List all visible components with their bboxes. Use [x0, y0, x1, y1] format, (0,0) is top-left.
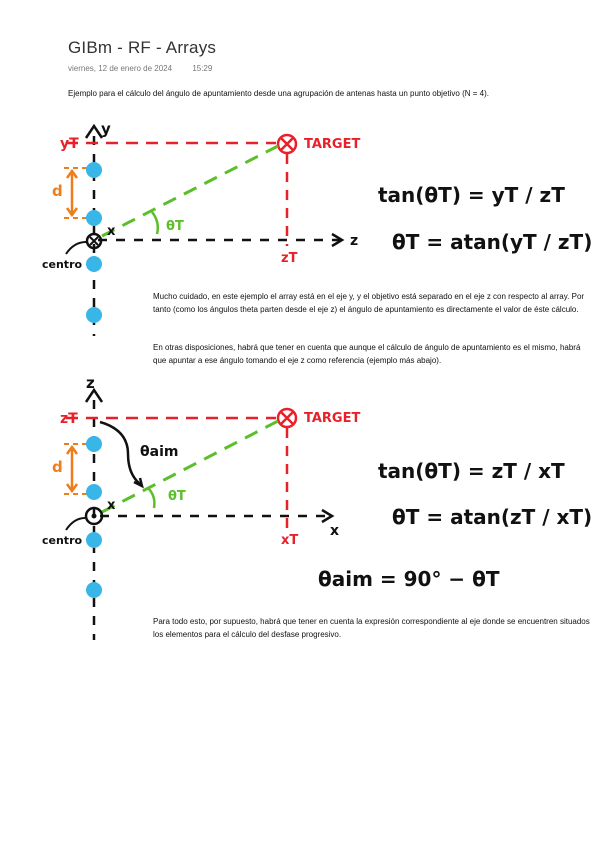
antenna-element — [86, 210, 102, 226]
antenna-element — [86, 582, 102, 598]
antenna-element — [86, 307, 102, 323]
diagram-array-z-axis: z zT xT TARGET θaim θT x d x centro tan(… — [42, 378, 592, 640]
target-icon — [276, 407, 298, 429]
intro-paragraph: Ejemplo para el cálculo del ángulo de ap… — [68, 89, 489, 98]
vertical-axis-label: y — [101, 120, 111, 138]
vertical-axis-arrow — [84, 387, 104, 403]
horizontal-axis-label: z — [350, 233, 358, 249]
vertical-axis-label: z — [86, 378, 95, 392]
aim-angle-arc — [99, 420, 141, 485]
angle-label: θT — [168, 489, 186, 504]
antenna-element — [86, 436, 102, 452]
page-timestamp: viernes, 12 de enero de 2024 15:29 — [68, 64, 212, 73]
note-paragraph-1: Mucho cuidado, en este ejemplo el array … — [153, 292, 585, 314]
origin-x-mark: x — [107, 224, 116, 239]
note-paragraph-3: Para todo esto, por supuesto, habrá que … — [153, 617, 590, 639]
target-label: TARGET — [304, 411, 360, 426]
equation-tan: tan(θT) = zT / xT — [378, 459, 565, 483]
note-paragraph-2: En otras disposiciones, habrá que tener … — [153, 343, 581, 365]
target-z-label: zT — [60, 411, 78, 427]
origin-label: centro — [42, 258, 82, 271]
antenna-element — [86, 484, 102, 500]
horizontal-axis-arrow — [331, 232, 345, 248]
target-y-label: yT — [60, 136, 79, 152]
equation-tan: tan(θT) = yT / zT — [378, 183, 565, 207]
spacing-label: d — [52, 182, 63, 200]
target-label: TARGET — [304, 137, 360, 152]
line-of-sight — [101, 419, 279, 514]
horizontal-axis-arrow — [321, 508, 335, 524]
page-time: 15:29 — [192, 64, 213, 73]
spacing-label: d — [52, 458, 63, 476]
horizontal-axis-label: x — [330, 523, 339, 539]
aim-angle-label: θaim — [140, 444, 178, 460]
target-z-label: zT — [281, 251, 298, 266]
origin-label: centro — [42, 534, 82, 547]
origin-marker — [85, 232, 103, 250]
equation-theta: θT = atan(yT / zT) — [392, 230, 592, 254]
origin-x-mark: x — [107, 498, 116, 513]
antenna-element — [86, 162, 102, 178]
equation-theta: θT = atan(zT / xT) — [392, 505, 592, 529]
angle-arc — [147, 487, 156, 509]
diagram-array-y-axis: y yT zT TARGET θT z d x centro tan(θT) =… — [42, 120, 592, 336]
origin-marker — [84, 506, 104, 526]
equation-aim: θaim = 90° − θT — [318, 567, 500, 591]
line-of-sight — [101, 144, 279, 238]
antenna-element — [86, 256, 102, 272]
target-icon — [276, 133, 298, 155]
target-x-label: xT — [281, 533, 298, 548]
antenna-element — [86, 532, 102, 548]
angle-arc — [151, 211, 160, 235]
page-date: viernes, 12 de enero de 2024 — [68, 64, 173, 73]
page-title: GIBm - RF - Arrays — [68, 38, 217, 57]
angle-label: θT — [166, 219, 184, 234]
vertical-axis-arrow — [84, 123, 104, 139]
